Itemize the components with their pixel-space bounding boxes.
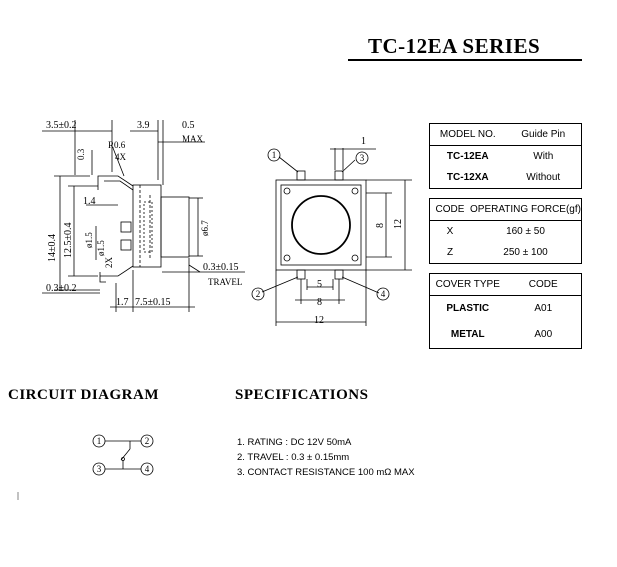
corner-hole <box>283 254 291 262</box>
pin-label-3: 3 <box>360 153 365 163</box>
guide-pin-cell: With <box>533 151 554 162</box>
pin-bottom-right <box>334 269 344 280</box>
cover-type-cell: PLASTIC <box>446 303 490 314</box>
side-body <box>132 184 162 268</box>
header-model-no: MODEL NO. <box>439 129 496 140</box>
dim-max: MAX <box>182 134 204 144</box>
circuit-pin-4: 4 <box>145 464 150 474</box>
header-operating-force: OPERATING FORCE(gf) <box>470 204 581 215</box>
dim-dia-1-5: ø1.5 <box>84 232 94 248</box>
table-row: TC-12XA Without <box>430 167 581 188</box>
header-code: CODE <box>435 204 465 215</box>
dim-0-3-bottom: 0.3±0.2 <box>46 283 77 294</box>
dim-0-3-top: 0.3 <box>76 148 86 160</box>
pin-bottom-left <box>296 269 306 280</box>
corner-hole <box>351 187 359 195</box>
circuit-symbol <box>17 434 154 500</box>
corner-hole <box>351 254 359 262</box>
dim-12-5: 12.5±0.4 <box>63 223 74 259</box>
table-row: X 160 ± 50 <box>430 221 581 242</box>
dim-1-7: 1.7 <box>116 297 129 308</box>
dim-14: 14±0.4 <box>47 234 58 262</box>
dim-travel-val: 0.3±0.15 <box>203 262 239 273</box>
circuit-pin-2: 2 <box>145 436 150 446</box>
force-cell: 250 ± 100 <box>503 247 548 258</box>
cover-code-cell: A00 <box>534 329 553 340</box>
circuit-pin-1: 1 <box>97 436 102 446</box>
code-cell: X <box>446 226 454 237</box>
force-table: CODE OPERATING FORCE(gf) X 160 ± 50 Z 25… <box>429 198 582 264</box>
cover-table-header: COVER TYPE CODE <box>430 274 581 296</box>
specifications-heading: SPECIFICATIONS <box>235 387 369 403</box>
cover-table: COVER TYPE CODE PLASTIC A01 METAL A00 <box>429 273 582 349</box>
dim-0-5: 0.5 <box>182 120 195 131</box>
top-view <box>261 148 412 326</box>
table-row: TC-12EA With <box>430 146 581 167</box>
pin-label-4: 4 <box>381 289 386 299</box>
header-code: CODE <box>528 279 558 290</box>
pin-top-right <box>334 170 344 181</box>
spec-travel: 2. TRAVEL : 0.3 ± 0.15mm <box>237 452 350 463</box>
guide-pin-cell: Without <box>526 172 561 183</box>
circuit-diagram-heading: CIRCUIT DIAGRAM <box>8 387 159 403</box>
table-row: METAL A00 <box>430 322 581 348</box>
dim-2x: 2X <box>104 257 114 269</box>
force-cell: 160 ± 50 <box>506 226 545 237</box>
lower-lead <box>100 265 134 277</box>
dim-3-9: 3.9 <box>137 120 150 131</box>
dim-12-v: 12 <box>393 219 404 229</box>
dim-dia-6-7: ø6.7 <box>200 220 210 236</box>
plunger-circle <box>291 195 351 255</box>
title-underline <box>348 59 582 61</box>
dim-8-h: 8 <box>317 297 322 308</box>
circuit-pin-3: 3 <box>97 464 102 474</box>
dim-4x: 4X <box>115 152 127 162</box>
dim-1: 1 <box>361 136 366 147</box>
header-cover-type: COVER TYPE <box>435 279 500 290</box>
top-inner-frame <box>280 184 362 266</box>
pin-label-1: 1 <box>272 150 277 160</box>
dim-7-5: 7.5±0.15 <box>135 297 171 308</box>
side-view <box>42 120 245 312</box>
dim-8-v: 8 <box>375 223 386 228</box>
corner-hole <box>283 187 291 195</box>
header-guide-pin: Guide Pin <box>521 129 566 140</box>
dim-5: 5 <box>317 279 322 290</box>
dim-3-5: 3.5±0.2 <box>46 120 77 131</box>
table-row: PLASTIC A01 <box>430 296 581 322</box>
spec-contact-resistance: 3. CONTACT RESISTANCE 100 mΩ MAX <box>237 467 415 478</box>
dim-12-h: 12 <box>314 315 324 326</box>
dim-1-4: 1.4 <box>83 196 96 207</box>
cover-type-cell: METAL <box>450 329 485 340</box>
pin-top-left <box>296 170 306 181</box>
model-cell: TC-12XA <box>446 172 489 183</box>
model-table: MODEL NO. Guide Pin TC-12EA With TC-12XA… <box>429 123 582 189</box>
upper-lead <box>97 175 134 190</box>
spec-rating: 1. RATING : DC 12V 50mA <box>237 437 352 448</box>
dim-dia-1-5-b: ø1.5 <box>96 240 106 256</box>
model-table-header: MODEL NO. Guide Pin <box>430 124 581 146</box>
series-title: TC-12EA SERIES <box>368 34 541 58</box>
pin-label-2: 2 <box>256 289 261 299</box>
code-cell: Z <box>446 247 454 258</box>
dim-r06: R0.6 <box>108 140 126 150</box>
side-plunger <box>160 196 190 258</box>
top-body <box>275 179 367 271</box>
model-cell: TC-12EA <box>446 151 489 162</box>
table-row: Z 250 ± 100 <box>430 242 581 263</box>
cover-code-cell: A01 <box>534 303 553 314</box>
force-table-header: CODE OPERATING FORCE(gf) <box>430 199 581 221</box>
dim-travel: TRAVEL <box>208 277 242 287</box>
